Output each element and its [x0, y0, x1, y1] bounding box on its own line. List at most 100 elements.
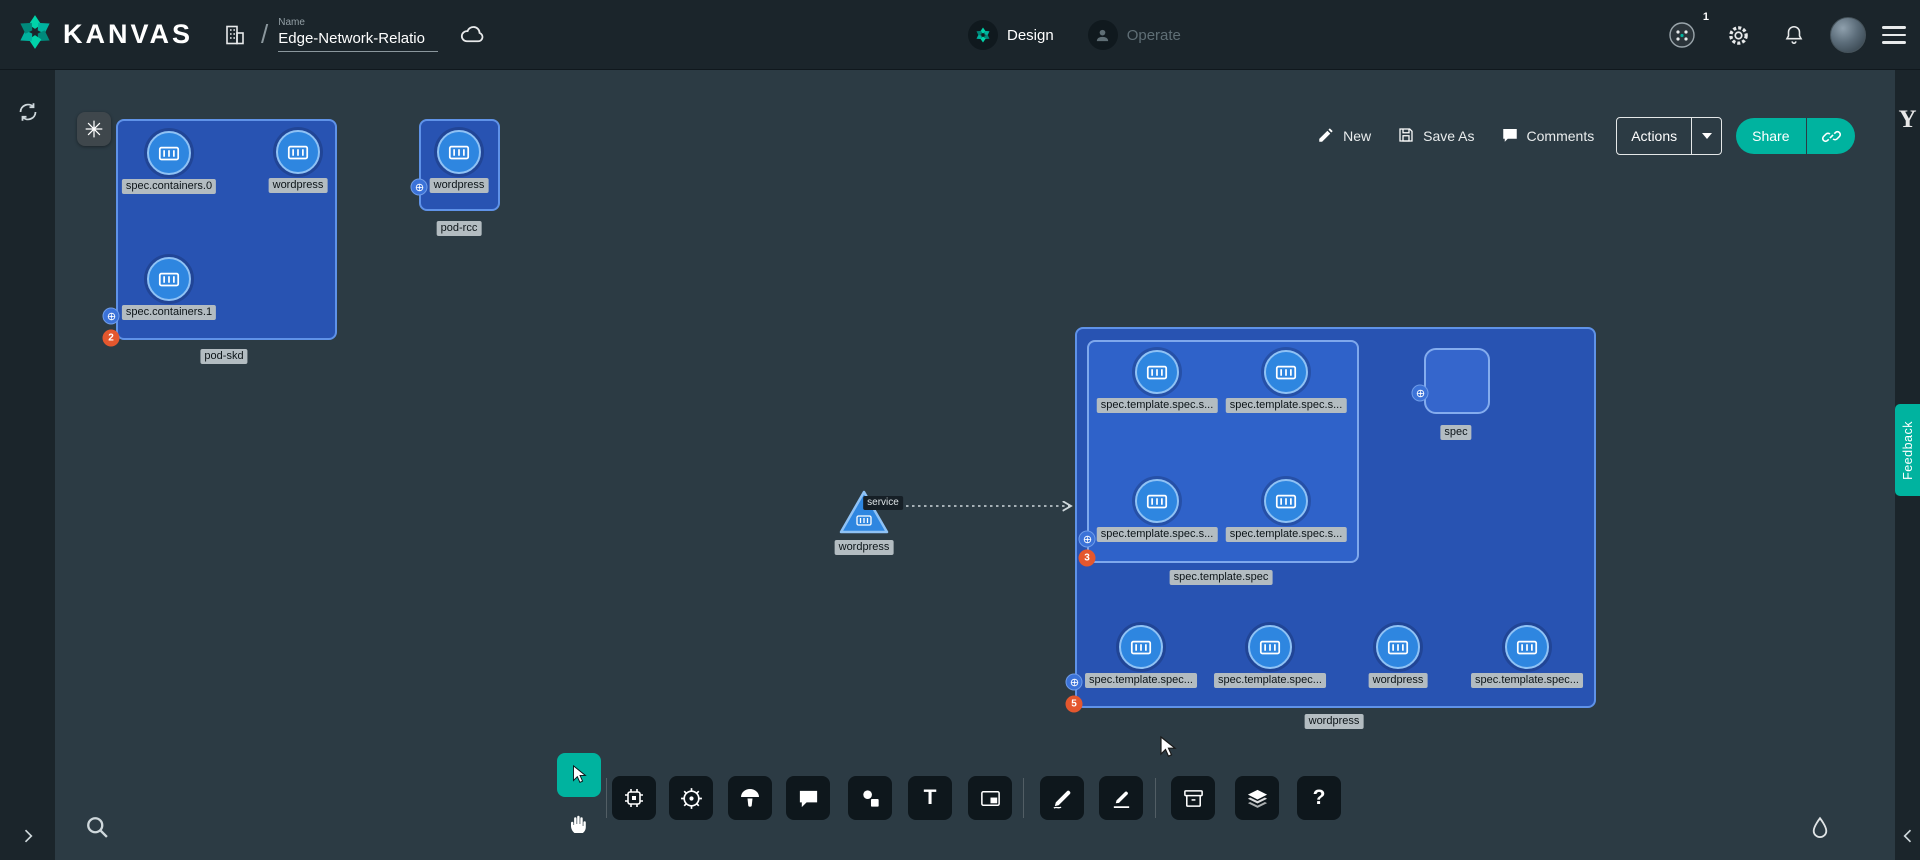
actions-dropdown[interactable]: [1691, 118, 1721, 154]
node-label: spec: [1440, 425, 1471, 440]
tab-design[interactable]: Design: [968, 20, 1054, 50]
draw-freehand-tool[interactable]: [1040, 776, 1084, 820]
container-node[interactable]: [147, 131, 191, 175]
text-tool[interactable]: T: [908, 776, 952, 820]
mode-tabs: Design Operate: [968, 0, 1181, 70]
pan-tool[interactable]: [557, 802, 601, 846]
container-node[interactable]: [1264, 479, 1308, 523]
text-tool-glyph: T: [924, 786, 937, 810]
count-badge[interactable]: 2: [103, 330, 120, 347]
menu-hamburger-icon[interactable]: [1882, 26, 1906, 44]
annotate-tool[interactable]: [1099, 776, 1143, 820]
new-button[interactable]: New: [1317, 126, 1371, 147]
app-header: KANVAS / Name: [0, 0, 1920, 70]
container-node[interactable]: [1376, 625, 1420, 669]
node-label: wordpress: [430, 178, 489, 193]
notification-count: 1: [1703, 11, 1709, 23]
organization-icon[interactable]: [215, 15, 255, 55]
node-label: spec.template.spec.s...: [1097, 398, 1218, 413]
container-node[interactable]: [1264, 350, 1308, 394]
component-tool[interactable]: [612, 776, 656, 820]
node-label: wordpress: [1369, 673, 1428, 688]
kanvas-logo[interactable]: KANVAS: [16, 13, 193, 56]
save-icon: [1397, 126, 1415, 147]
components-drawer-tool[interactable]: [1171, 776, 1215, 820]
select-tool[interactable]: [557, 753, 601, 797]
design-canvas[interactable]: New Save As Comments Actions: [55, 70, 1895, 860]
container-node[interactable]: [1248, 625, 1292, 669]
node-label: spec.template.spec...: [1471, 673, 1583, 688]
tab-design-label: Design: [1007, 27, 1054, 44]
actions-label: Actions: [1617, 118, 1691, 154]
meshery-tool[interactable]: [728, 776, 772, 820]
share-label: Share: [1752, 128, 1789, 144]
provider-icon[interactable]: 1: [1662, 15, 1702, 55]
save-as-label: Save As: [1423, 128, 1474, 144]
operate-icon: [1088, 20, 1118, 50]
group-label: wordpress: [1305, 714, 1364, 729]
container-node[interactable]: [147, 257, 191, 301]
expand-left-panel-icon[interactable]: [18, 826, 38, 846]
kubernetes-badge[interactable]: [411, 179, 428, 196]
canvas-toolbar: New Save As Comments Actions: [1317, 117, 1855, 155]
node-label: spec.template.spec...: [1085, 673, 1197, 688]
ink-drop-icon[interactable]: [1802, 810, 1838, 846]
help-tool[interactable]: ?: [1297, 776, 1341, 820]
edge-service-to-deployment[interactable]: [885, 496, 1080, 521]
tab-operate[interactable]: Operate: [1088, 20, 1181, 50]
node-label: spec.containers.1: [122, 305, 216, 320]
node-label: spec.template.spec...: [1214, 673, 1326, 688]
notifications-bell-icon[interactable]: [1774, 15, 1814, 55]
design-name-field: Name: [278, 17, 438, 52]
group-label: pod-rcc: [437, 221, 482, 236]
tab-operate-label: Operate: [1127, 27, 1181, 44]
header-actions: 1: [1662, 0, 1906, 70]
expand-right-panel-icon[interactable]: [1898, 826, 1918, 846]
design-name-input[interactable]: [278, 30, 438, 52]
share-button[interactable]: Share: [1736, 118, 1805, 154]
settings-gear-icon[interactable]: [1718, 15, 1758, 55]
container-node[interactable]: [1135, 479, 1179, 523]
help-glyph: ?: [1313, 786, 1326, 810]
user-avatar[interactable]: [1830, 17, 1866, 53]
spec-node[interactable]: [1424, 348, 1490, 414]
copy-link-button[interactable]: [1807, 118, 1855, 154]
node-shape-tool[interactable]: [968, 776, 1012, 820]
dock-divider: [1023, 778, 1024, 818]
comment-tool[interactable]: [786, 776, 830, 820]
snowflake-badge[interactable]: [77, 112, 111, 146]
kubernetes-badge[interactable]: [103, 308, 120, 325]
node-label: spec.template.spec.s...: [1226, 527, 1347, 542]
comments-label: Comments: [1527, 128, 1595, 144]
container-node[interactable]: [276, 130, 320, 174]
layers-tool[interactable]: [1235, 776, 1279, 820]
history-sync-icon[interactable]: [16, 100, 40, 124]
container-node[interactable]: [1119, 625, 1163, 669]
kubernetes-badge[interactable]: [1412, 385, 1429, 402]
left-rail: [0, 70, 55, 860]
container-node[interactable]: [1505, 625, 1549, 669]
count-badge[interactable]: 5: [1066, 696, 1083, 713]
node-label: spec.containers.0: [122, 179, 216, 194]
y-logo: Y: [1898, 106, 1916, 134]
design-name-label: Name: [278, 17, 438, 28]
count-badge[interactable]: 3: [1079, 550, 1096, 567]
feedback-tab[interactable]: Feedback: [1895, 404, 1920, 496]
save-as-button[interactable]: Save As: [1397, 126, 1474, 147]
kubernetes-badge[interactable]: [1079, 531, 1096, 548]
actions-button[interactable]: Actions: [1616, 117, 1722, 155]
dock-divider: [606, 778, 607, 818]
kubernetes-tool[interactable]: [669, 776, 713, 820]
breadcrumb-separator: /: [261, 19, 268, 50]
design-icon: [968, 20, 998, 50]
container-node[interactable]: [1135, 350, 1179, 394]
comment-icon: [1501, 126, 1519, 147]
kanvas-logo-icon: [16, 13, 54, 56]
shapes-tool[interactable]: [848, 776, 892, 820]
container-node[interactable]: [437, 130, 481, 174]
zoom-search-icon[interactable]: [79, 809, 115, 845]
cloud-sync-icon[interactable]: [452, 15, 492, 55]
kubernetes-badge[interactable]: [1066, 674, 1083, 691]
group-label: spec.template.spec: [1170, 570, 1273, 585]
comments-button[interactable]: Comments: [1501, 126, 1595, 147]
